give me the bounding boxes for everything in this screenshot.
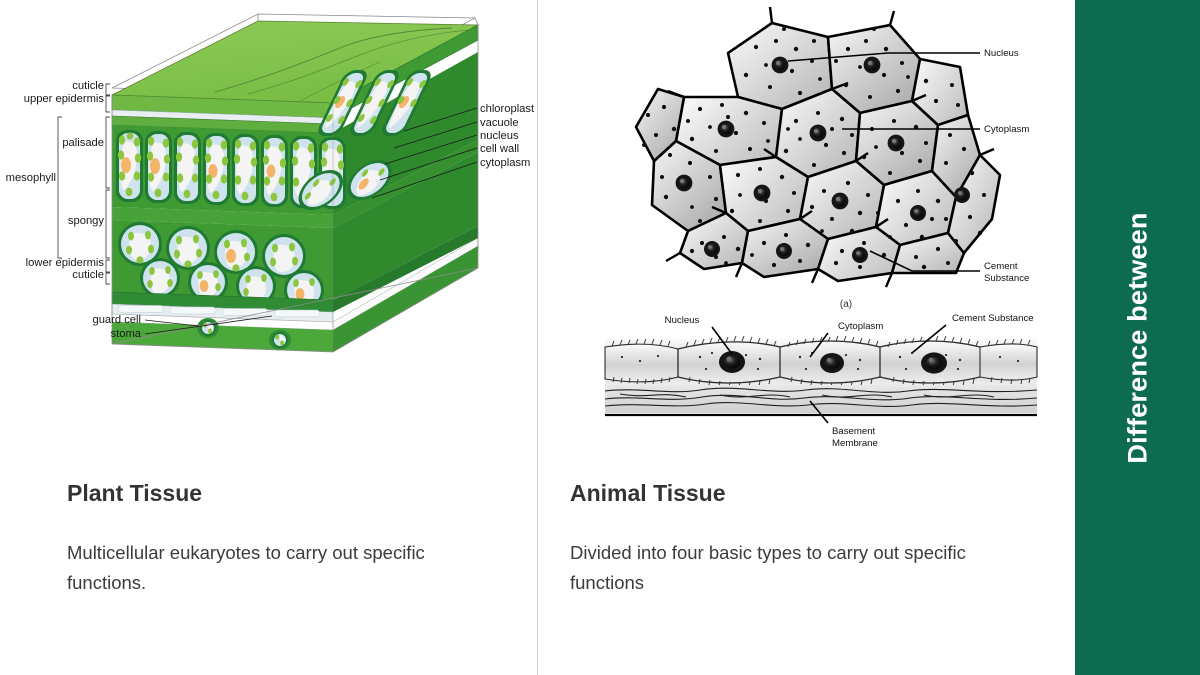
animal-top-caption: (a) [840, 299, 852, 310]
spongy-cell-group [118, 160, 392, 310]
animal-tissue-text-block: Animal Tissue Divided into four basic ty… [570, 480, 1000, 598]
animal-tissue-title: Animal Tissue [570, 480, 726, 506]
plant-label-cell-wall: cell wall [480, 143, 519, 155]
plant-tissue-figure: cuticle upper epidermis palisade mesophy… [0, 0, 537, 400]
plant-label-chloroplast: chloroplast [480, 103, 535, 115]
animal-tissue-figure: Nucleus Cytoplasm Cement Substance (a) [560, 5, 1060, 449]
stoma-group [197, 318, 291, 350]
animal-tissue-description: Divided into four basic types to carry o… [570, 541, 966, 593]
animal-side-label-nucleus: Nucleus [665, 315, 700, 326]
animal-side-label-basement-2: Membrane [832, 438, 878, 449]
animal-side-label-cytoplasm: Cytoplasm [838, 321, 883, 332]
sidebar-title: Difference between [1122, 211, 1152, 464]
plant-label-upper-epidermis: upper epidermis [24, 93, 105, 105]
plant-tissue-title: Plant Tissue [67, 480, 203, 506]
animal-top-leaders [787, 52, 980, 272]
cytoplasm-granules [642, 27, 986, 270]
plant-label-spongy: spongy [68, 215, 104, 227]
plant-label-mesophyll: mesophyll [6, 172, 56, 184]
difference-between-sidebar: Difference between [1075, 0, 1200, 675]
animal-polygonal-cells [634, 21, 1002, 283]
animal-top-label-nucleus: Nucleus [984, 48, 1019, 59]
plant-label-cuticle-top: cuticle [72, 80, 104, 92]
nucleus-group [675, 56, 970, 263]
plant-label-stoma: stoma [111, 328, 142, 340]
animal-top-label-cement-1: Cement [984, 261, 1018, 272]
plant-label-lower-epidermis: lower epidermis [26, 257, 105, 269]
plant-tissue-description: Multicellular eukaryotes to carry out sp… [67, 541, 425, 593]
plant-label-nucleus: nucleus [480, 130, 519, 142]
plant-label-guard-cell: guard cell [92, 314, 141, 326]
animal-top-label-cement-2: Substance [984, 273, 1029, 284]
plant-label-palisade: palisade [62, 137, 104, 149]
plant-label-cytoplasm: cytoplasm [480, 157, 530, 169]
animal-top-label-cytoplasm: Cytoplasm [984, 124, 1029, 135]
plant-label-cuticle-bottom: cuticle [72, 269, 104, 281]
plant-tissue-text-block: Plant Tissue Multicellular eukaryotes to… [67, 480, 497, 598]
animal-side-leaders [711, 324, 947, 424]
plant-label-vacuole: vacuole [480, 117, 519, 129]
column-divider [537, 0, 538, 675]
animal-side-label-cement: Cement Substance [952, 313, 1034, 324]
animal-side-label-basement-1: Basement [832, 426, 876, 437]
animal-side-view [604, 335, 1038, 417]
